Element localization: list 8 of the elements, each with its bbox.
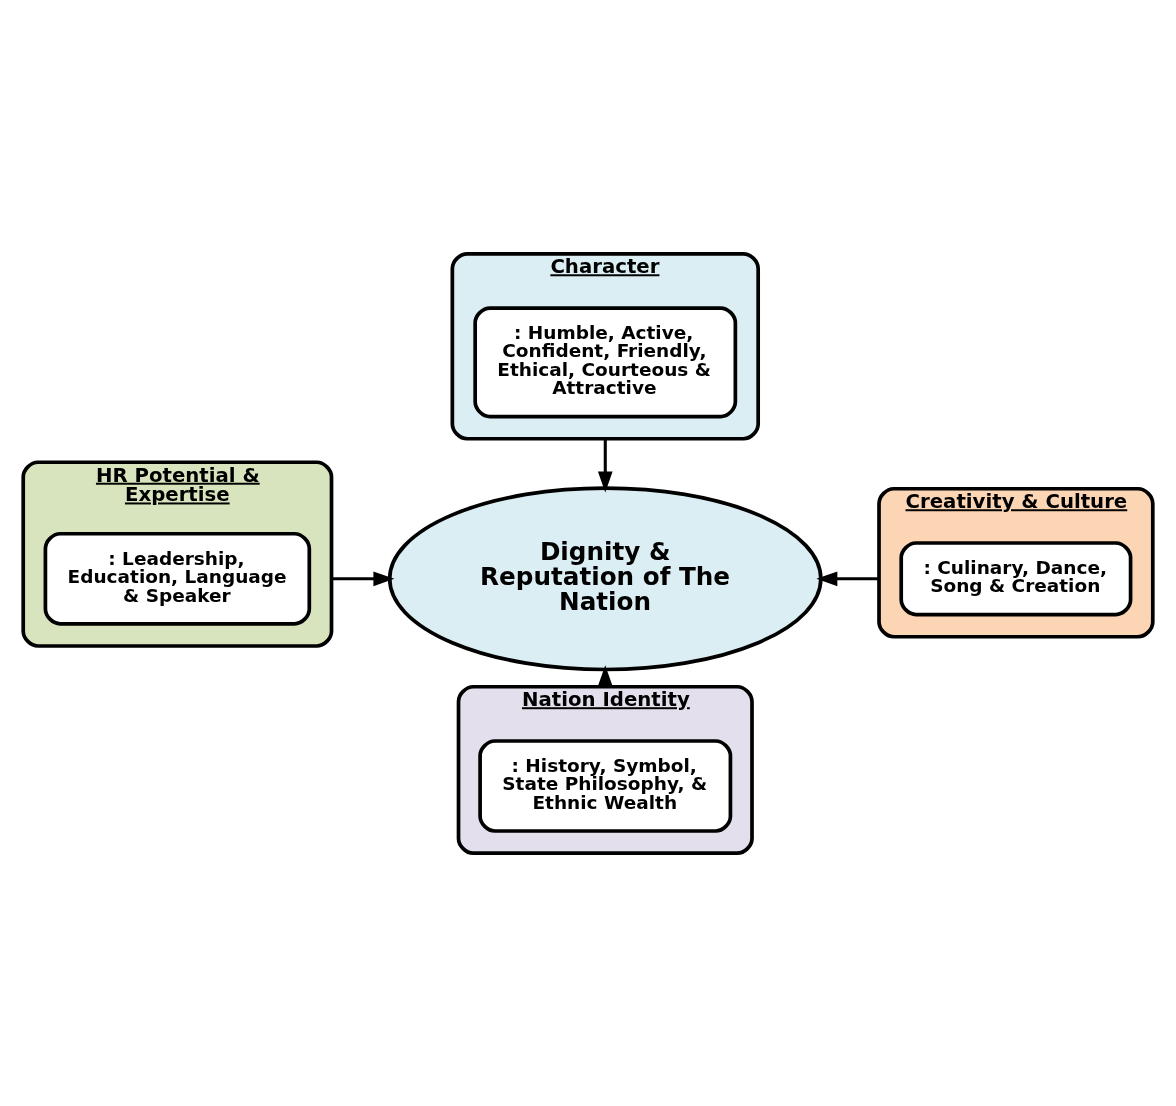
node-box: : Leadership, Education, Language & Speaker [43,531,312,626]
arrow [597,438,613,492]
node-box: : Culinary, Dance, Song & Creation [899,540,1133,616]
node-box: : Humble, Active, Confident, Friendly, Ethical, Courteous & Attractive [473,305,738,418]
arrow [331,570,395,586]
node-box: : History, Symbol, State Philosophy, & Ethnic Wealth [478,738,733,833]
node-ellipse: Dignity & Reputation of The Nation [387,485,823,671]
arrow [816,570,879,586]
